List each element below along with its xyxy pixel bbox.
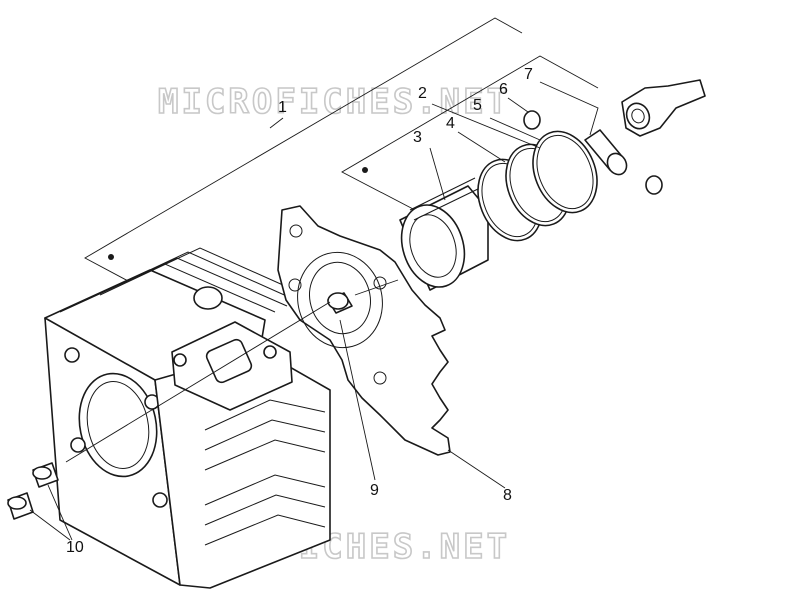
gasket-dowel (327, 292, 353, 314)
callout-10: 10 (66, 539, 84, 556)
leader-4 (457, 131, 506, 163)
callout-6: 6 (499, 81, 508, 98)
callout-3: 3 (413, 129, 422, 146)
watermark-top: MICROFICHES.NET (158, 82, 510, 122)
leader-7 (539, 81, 599, 136)
leader-5 (489, 117, 541, 141)
dowel-pin-lower (7, 492, 34, 520)
assembly-axis (65, 301, 331, 463)
connecting-rod-end (621, 79, 706, 137)
callout-8: 8 (503, 487, 512, 504)
piston (399, 177, 489, 291)
callout-4: 4 (446, 115, 455, 132)
leader-2 (431, 103, 541, 149)
circlip-lower (645, 175, 663, 195)
callout-7: 7 (524, 66, 533, 83)
leader-10b (29, 509, 71, 541)
leader-9 (339, 319, 376, 481)
callout-1: 1 (278, 99, 287, 116)
dowel-pin-upper (32, 462, 59, 488)
callout-5: 5 (473, 97, 482, 114)
leader-8 (447, 449, 506, 489)
assembly-axis-2 (354, 279, 399, 296)
assembly-bracket-2 (341, 55, 599, 211)
leader-10a (47, 484, 73, 541)
callout-9: 9 (370, 482, 379, 499)
assembly-bracket-1 (84, 17, 523, 299)
leader-6 (507, 97, 529, 113)
piston-ring-oil (532, 130, 598, 214)
piston-pin (584, 129, 628, 176)
cylinder-block (44, 247, 331, 589)
leader-3 (429, 147, 446, 201)
circlip-upper (523, 110, 541, 130)
callout-2: 2 (418, 85, 427, 102)
